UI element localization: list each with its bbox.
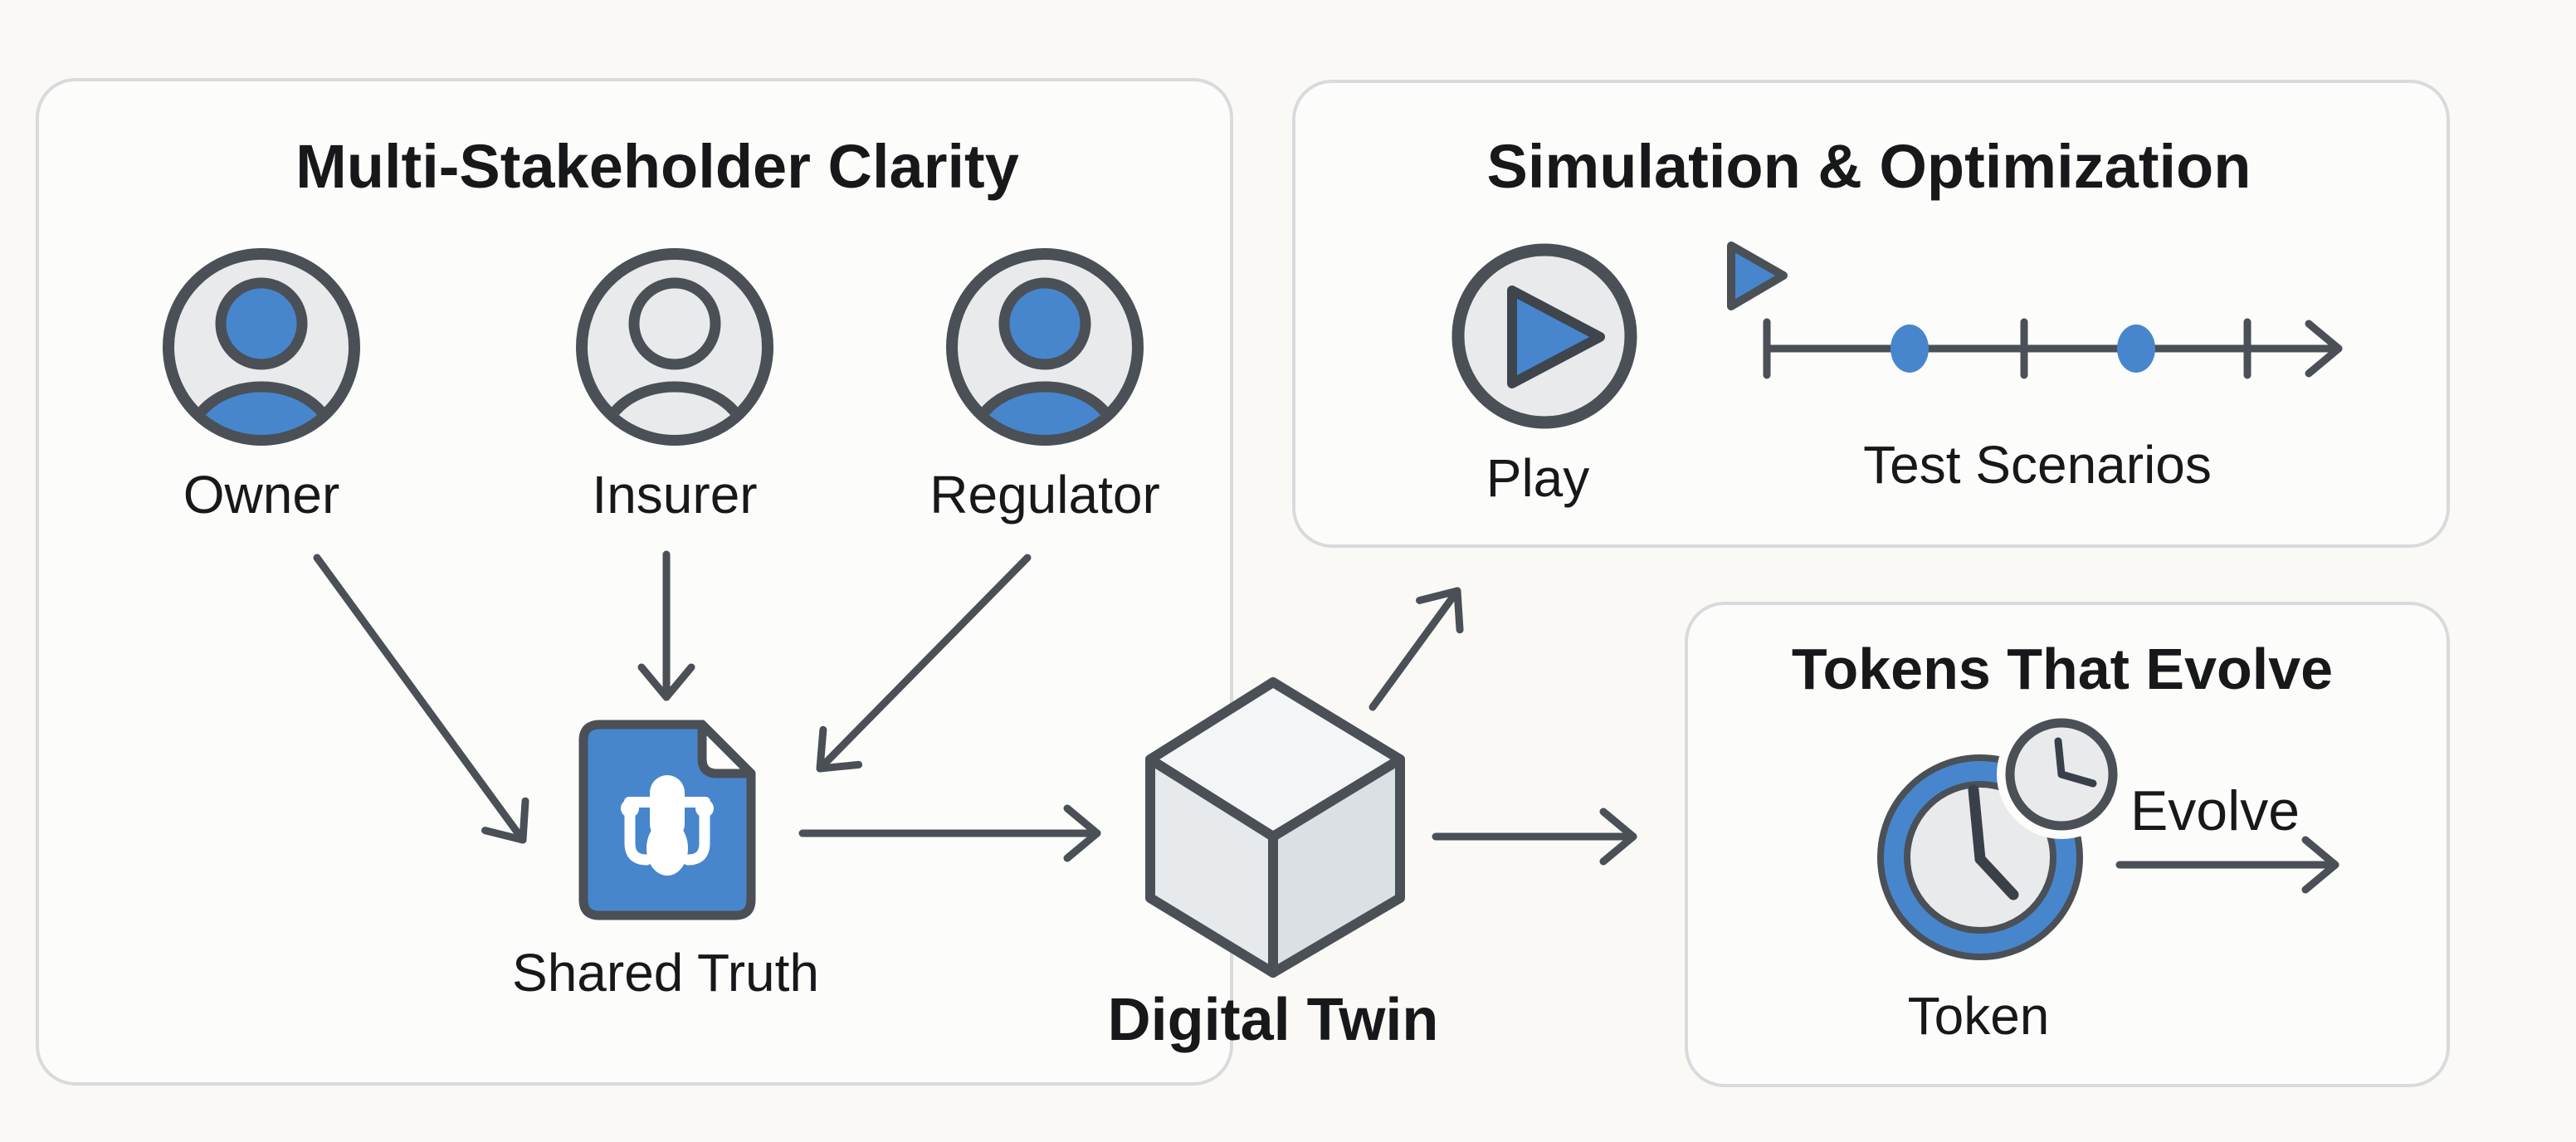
regulator-avatar-icon: [946, 248, 1144, 446]
insurer-label: Insurer: [592, 465, 758, 525]
play-flag-icon: [1727, 242, 1788, 310]
arrow-digital-twin-to-simulation: [1368, 587, 1464, 711]
digital-twin-cube-icon: [1145, 677, 1405, 978]
play-button-icon: [1451, 243, 1637, 429]
regulator-label: Regulator: [929, 465, 1160, 525]
stakeholder-panel-title: Multi-Stakeholder Clarity: [295, 132, 1019, 201]
shared-truth-label: Shared Truth: [512, 943, 819, 1003]
shared-truth-document-icon: [578, 720, 756, 920]
owner-avatar-icon: [163, 248, 360, 446]
token-label: Token: [1907, 986, 2050, 1046]
tokens-panel-title: Tokens That Evolve: [1791, 637, 2334, 701]
arrow-owner-to-shared-truth: [313, 554, 529, 844]
scenario-dot: [2117, 325, 2155, 373]
owner-label: Owner: [183, 465, 340, 525]
arrow-regulator-to-shared-truth: [816, 554, 1032, 773]
digital-twin-label: Digital Twin: [1107, 987, 1439, 1053]
insurer-avatar-icon: [576, 248, 773, 446]
scenario-timeline-icon: [1763, 318, 2343, 379]
test-scenarios-label: Test Scenarios: [1863, 435, 2212, 495]
play-label: Play: [1486, 448, 1590, 508]
hierarchy-glyph: [621, 775, 714, 876]
scenario-dot: [1891, 325, 1929, 373]
small-clock-icon: [1997, 710, 2126, 839]
token-clock-icon: [1877, 754, 2083, 960]
simulation-panel-title: Simulation & Optimization: [1486, 132, 2252, 201]
evolve-label: Evolve: [2130, 779, 2300, 842]
